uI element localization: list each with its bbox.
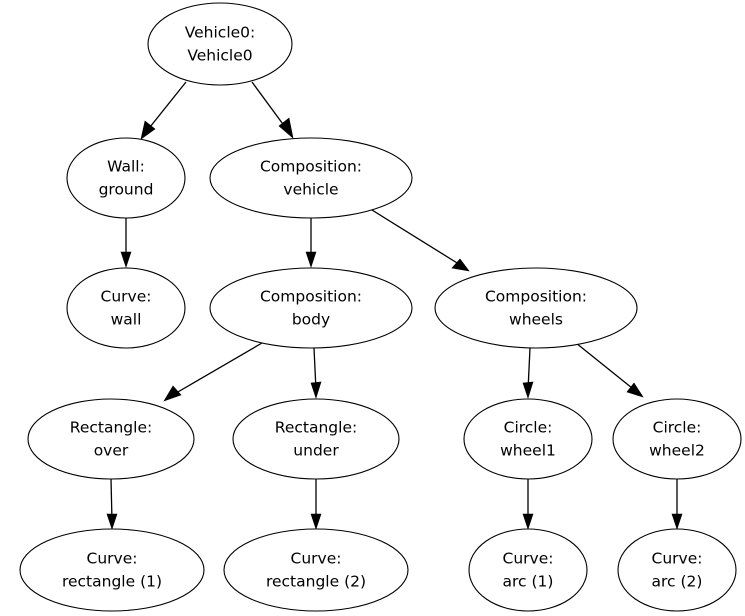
node-label-line2: vehicle xyxy=(283,181,338,199)
node-ellipse-shape xyxy=(612,398,742,480)
node-label-line1: Curve: xyxy=(87,550,138,568)
node-label-line2: ground xyxy=(99,181,154,199)
node-label-line1: Rectangle: xyxy=(275,419,357,437)
node-ellipse-shape xyxy=(27,398,195,480)
graph-node-rectangle_under[interactable]: Rectangle: under xyxy=(232,398,400,480)
node-label-line1: Vehicle0: xyxy=(185,24,256,42)
node-label-line1: Composition: xyxy=(260,288,362,306)
edge-arrowhead-icon xyxy=(626,382,644,398)
node-label-line1: Circle: xyxy=(504,419,553,437)
node-label-line1: Circle: xyxy=(653,419,702,437)
node-ellipse-shape xyxy=(147,2,293,86)
node-label-line1: Curve: xyxy=(101,288,152,306)
node-label-line2: rectangle (1) xyxy=(62,573,162,591)
edge-arrowhead-icon xyxy=(305,251,317,268)
graph-edge xyxy=(310,479,322,530)
nodes-layer: Vehicle0:Vehicle0Wall:groundComposition:… xyxy=(19,2,742,612)
graph-edge xyxy=(251,81,294,139)
graph-edge xyxy=(163,342,263,402)
node-label-line2: Vehicle0 xyxy=(187,47,252,65)
graph-node-vehicle0[interactable]: Vehicle0: Vehicle0 xyxy=(147,2,293,86)
node-label-line1: Curve: xyxy=(652,550,703,568)
edge-arrowhead-icon xyxy=(106,513,118,530)
node-label-line1: Composition: xyxy=(260,158,362,176)
edge-line xyxy=(371,209,463,267)
graph-node-curve_arc_2[interactable]: Curve: arc (2) xyxy=(617,528,737,612)
edge-arrowhead-icon xyxy=(310,381,322,399)
graph-node-rectangle_over[interactable]: Rectangle: over xyxy=(27,398,195,480)
edge-arrowhead-icon xyxy=(522,381,534,399)
graph-edge xyxy=(522,347,534,399)
node-label-line1: Wall: xyxy=(107,158,145,176)
graph-node-circle_wheel1[interactable]: Circle: wheel1 xyxy=(463,398,593,480)
node-label-line2: wheel2 xyxy=(649,442,705,460)
node-ellipse-shape xyxy=(19,528,205,612)
node-ellipse-shape xyxy=(232,398,400,480)
node-ellipse-shape xyxy=(66,137,186,219)
edge-line xyxy=(575,342,638,393)
node-label-line2: wall xyxy=(111,311,142,329)
node-label-line2: over xyxy=(94,442,129,460)
node-ellipse-shape xyxy=(209,137,413,219)
node-ellipse-shape xyxy=(434,267,638,349)
edge-arrowhead-icon xyxy=(278,117,294,139)
graph-edge xyxy=(140,81,187,140)
edge-arrowhead-icon xyxy=(163,385,182,402)
node-label-line1: Curve: xyxy=(291,550,342,568)
node-label-line2: under xyxy=(293,442,339,460)
node-ellipse-shape xyxy=(468,528,588,612)
graph-node-composition_wheels[interactable]: Composition: wheels xyxy=(434,267,638,349)
graph-edge xyxy=(310,347,322,399)
node-ellipse-shape xyxy=(209,267,413,349)
node-label-line1: Rectangle: xyxy=(70,419,152,437)
node-label-line2: arc (1) xyxy=(503,573,554,591)
graph-node-curve_rectangle_2[interactable]: Curve: rectangle (2) xyxy=(223,528,409,612)
node-label-line1: Composition: xyxy=(485,288,587,306)
graph-node-composition_vehicle[interactable]: Composition: vehicle xyxy=(209,137,413,219)
graph-node-circle_wheel2[interactable]: Circle: wheel2 xyxy=(612,398,742,480)
graph-node-curve_arc_1[interactable]: Curve: arc (1) xyxy=(468,528,588,612)
node-ellipse-shape xyxy=(223,528,409,612)
graph-edge xyxy=(106,478,118,530)
edge-line xyxy=(251,81,289,132)
edge-arrowhead-icon xyxy=(140,120,156,140)
edge-arrowhead-icon xyxy=(310,513,322,530)
edge-arrowhead-icon xyxy=(120,251,132,268)
graph-edge xyxy=(305,218,317,268)
node-label-line2: arc (2) xyxy=(652,573,703,591)
graph-edge xyxy=(522,479,534,530)
node-label-line1: Curve: xyxy=(503,550,554,568)
graph-edge xyxy=(120,218,132,268)
node-ellipse-shape xyxy=(617,528,737,612)
node-label-line2: wheel1 xyxy=(500,442,556,460)
node-ellipse-shape xyxy=(463,398,593,480)
edges-layer xyxy=(106,81,683,530)
graph-node-wall_ground[interactable]: Wall: ground xyxy=(66,137,186,219)
graph-node-curve_rectangle_1[interactable]: Curve: rectangle (1) xyxy=(19,528,205,612)
graph-edge xyxy=(671,479,683,530)
graph-edge xyxy=(575,342,644,398)
edge-line xyxy=(145,81,187,133)
graph-edge xyxy=(371,209,470,272)
edge-line xyxy=(170,342,263,397)
graph-node-curve_wall[interactable]: Curve: wall xyxy=(66,267,186,349)
node-ellipse-shape xyxy=(66,267,186,349)
node-label-line2: rectangle (2) xyxy=(266,573,366,591)
edge-arrowhead-icon xyxy=(522,513,534,530)
node-label-line2: body xyxy=(292,311,330,329)
edge-arrowhead-icon xyxy=(451,258,470,272)
edge-arrowhead-icon xyxy=(671,513,683,530)
graph-node-composition_body[interactable]: Composition: body xyxy=(209,267,413,349)
node-label-line2: wheels xyxy=(509,311,563,329)
